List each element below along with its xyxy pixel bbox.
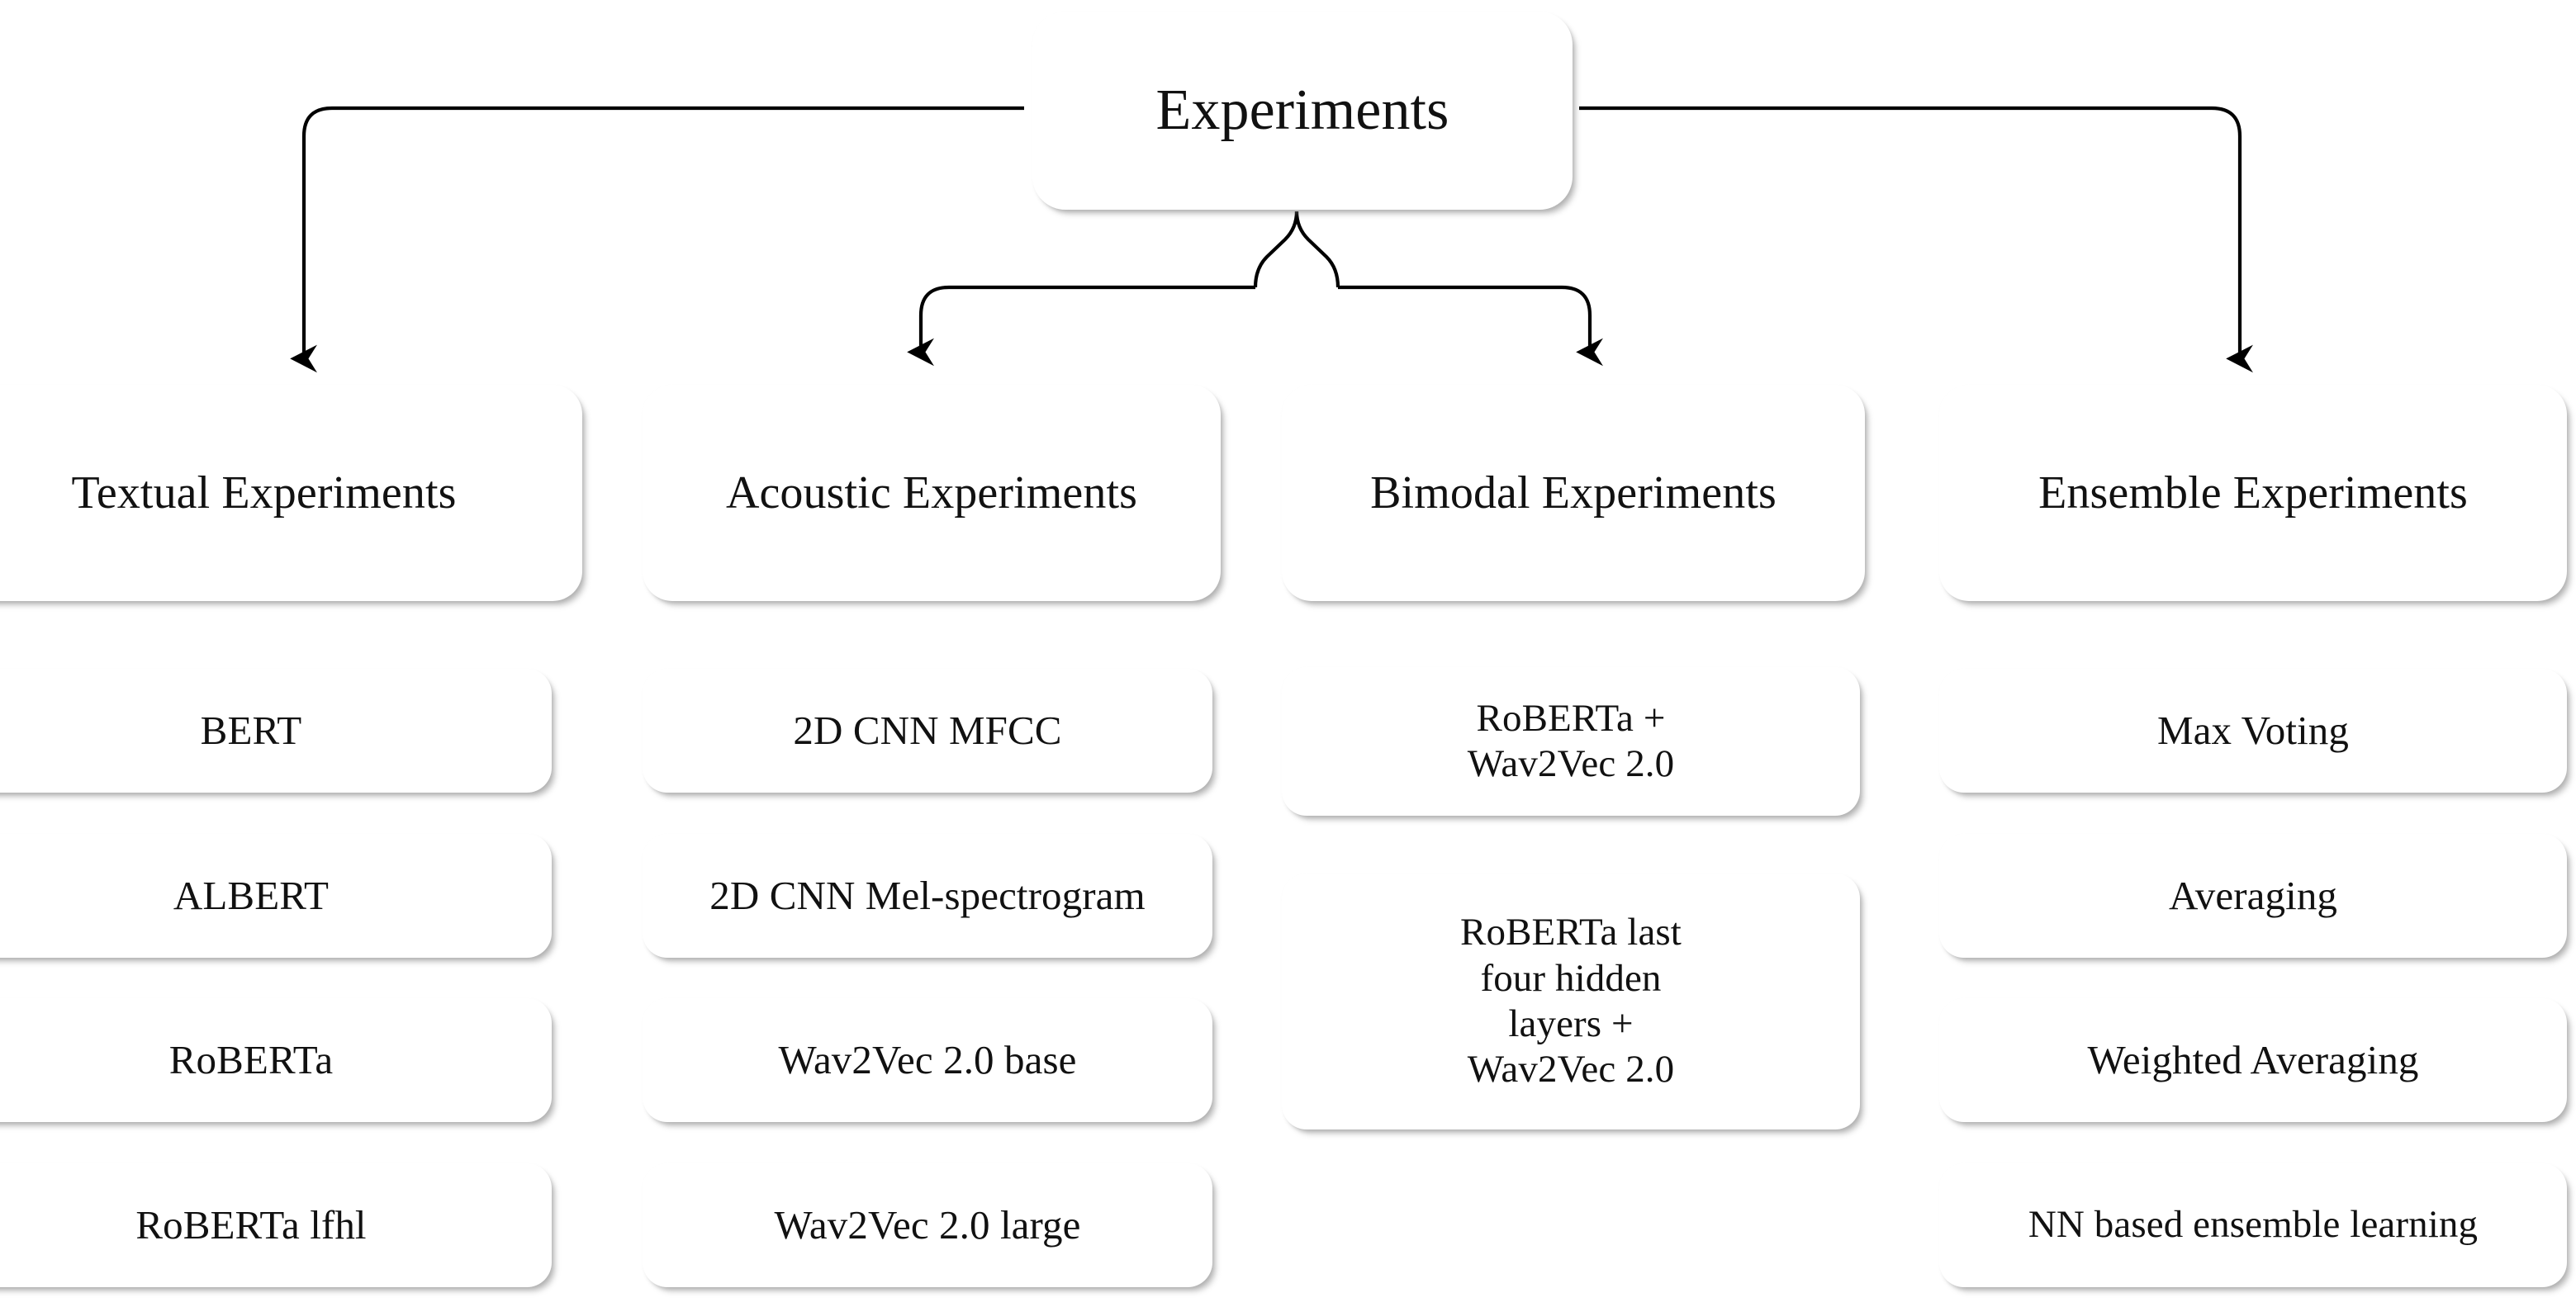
leaf-card[interactable]: RoBERTa last four hidden layers + Wav2Ve… xyxy=(1282,874,1860,1129)
leaf-label: RoBERTa xyxy=(168,1037,334,1083)
root-node-experiments[interactable]: Experiments xyxy=(1032,12,1573,210)
category-card-ensemble[interactable]: Ensemble Experiments xyxy=(1939,385,2567,601)
leaf-label: 2D CNN MFCC xyxy=(793,708,1062,754)
leaf-label: 2D CNN Mel-spectrogram xyxy=(709,873,1146,919)
leaf-label: RoBERTa + Wav2Vec 2.0 xyxy=(1467,696,1675,785)
leaf-label: ALBERT xyxy=(173,873,330,919)
leaf-card[interactable]: Averaging xyxy=(1939,834,2567,958)
leaf-card[interactable]: Wav2Vec 2.0 base xyxy=(643,998,1212,1122)
leaf-card[interactable]: RoBERTa xyxy=(0,998,552,1122)
category-label-acoustic: Acoustic Experiments xyxy=(725,466,1138,519)
edge-root-to-ensemble xyxy=(1579,106,2253,373)
leaf-card[interactable]: 2D CNN MFCC xyxy=(643,669,1212,793)
leaf-label: NN based ensemble learning xyxy=(2028,1203,2479,1247)
leaf-card[interactable]: ALBERT xyxy=(0,834,552,958)
leaf-card[interactable]: RoBERTa + Wav2Vec 2.0 xyxy=(1282,667,1860,816)
leaf-card[interactable]: BERT xyxy=(0,669,552,793)
category-label-textual: Textual Experiments xyxy=(71,466,457,519)
leaf-label: Wav2Vec 2.0 large xyxy=(774,1202,1081,1248)
leaf-label: RoBERTa last four hidden layers + Wav2Ve… xyxy=(1460,911,1682,1092)
edge-root-to-bimodal xyxy=(1338,285,1603,367)
root-node-label: Experiments xyxy=(1155,78,1449,142)
stem-right-curl xyxy=(1294,211,1340,288)
leaf-card[interactable]: Weighted Averaging xyxy=(1939,998,2567,1122)
leaf-card[interactable]: 2D CNN Mel-spectrogram xyxy=(643,834,1212,958)
leaf-label: Weighted Averaging xyxy=(2087,1037,2419,1083)
leaf-label: Wav2Vec 2.0 base xyxy=(778,1037,1077,1083)
category-card-acoustic[interactable]: Acoustic Experiments xyxy=(643,385,1221,601)
category-card-textual[interactable]: Textual Experiments xyxy=(0,385,582,601)
category-card-bimodal[interactable]: Bimodal Experiments xyxy=(1282,385,1865,601)
edge-root-to-acoustic xyxy=(907,285,1255,367)
leaf-label: Max Voting xyxy=(2157,708,2349,754)
category-label-ensemble: Ensemble Experiments xyxy=(2038,466,2468,519)
edge-root-to-textual xyxy=(290,106,1024,373)
leaf-card[interactable]: RoBERTa lfhl xyxy=(0,1163,552,1287)
leaf-card[interactable]: Max Voting xyxy=(1939,669,2567,793)
leaf-label: BERT xyxy=(200,708,302,754)
stem-left-curl xyxy=(1253,211,1299,288)
leaf-card[interactable]: Wav2Vec 2.0 large xyxy=(643,1163,1212,1287)
leaf-card[interactable]: NN based ensemble learning xyxy=(1939,1163,2567,1287)
category-label-bimodal: Bimodal Experiments xyxy=(1370,466,1777,519)
leaf-label: Averaging xyxy=(2168,873,2338,919)
leaf-label: RoBERTa lfhl xyxy=(135,1202,367,1248)
